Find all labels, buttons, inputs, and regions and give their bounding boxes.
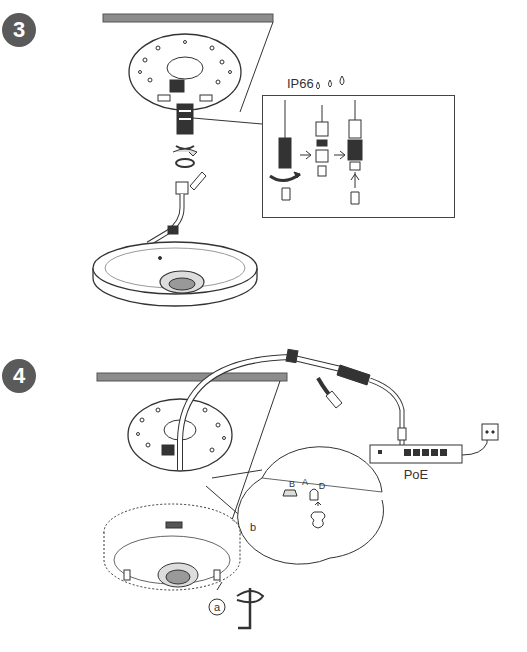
port	[422, 449, 429, 456]
position-mark: B	[289, 479, 295, 489]
camera	[93, 242, 257, 306]
switch-symbol	[366, 440, 466, 466]
detail-inset: IP66	[262, 95, 455, 218]
port	[440, 449, 447, 456]
leader-line	[240, 22, 273, 112]
step-number: 4	[2, 359, 36, 393]
callout-letter: a	[214, 601, 220, 613]
zoom-detail	[206, 447, 383, 564]
led	[378, 450, 382, 454]
ceiling	[97, 373, 287, 381]
port	[413, 449, 420, 456]
ceiling	[103, 14, 273, 22]
step-number-text: 3	[13, 17, 25, 43]
poe-switch: PoE	[366, 440, 466, 482]
power-cord	[462, 424, 498, 455]
node-label: IP66	[287, 76, 314, 91]
leader-line	[193, 118, 262, 124]
step-number-text: 4	[13, 363, 25, 389]
position-mark: A	[302, 477, 308, 487]
position-mark: D	[319, 481, 326, 491]
step-number: 3	[2, 13, 36, 47]
switch-body	[370, 445, 462, 463]
port	[431, 449, 438, 456]
port	[404, 449, 411, 456]
camera	[104, 504, 240, 590]
mount-plate	[129, 34, 241, 110]
cable-gland	[173, 104, 197, 167]
callout-letter: b	[250, 521, 256, 533]
network-cable	[148, 172, 206, 244]
hex-key	[209, 582, 263, 628]
node-label: PoE	[366, 467, 466, 482]
